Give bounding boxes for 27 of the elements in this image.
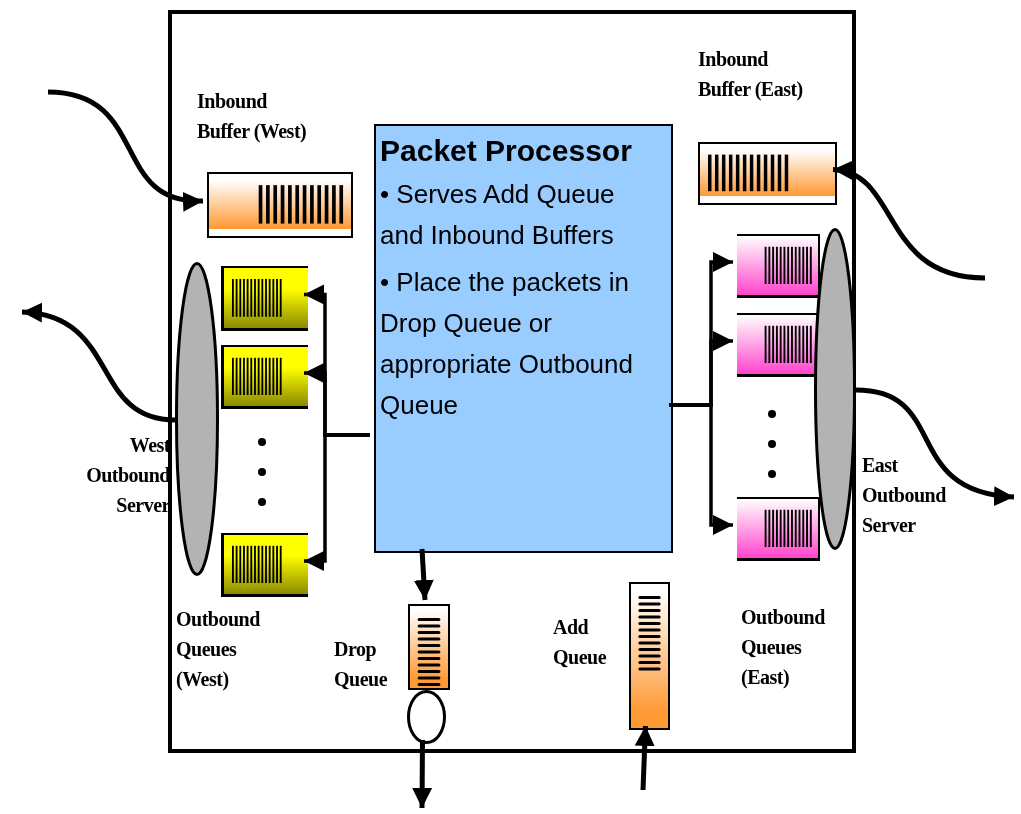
- arrow: [634, 725, 655, 791]
- arrow: [412, 740, 433, 808]
- queue-box: [221, 266, 308, 331]
- arrow: [413, 548, 434, 601]
- component-label: Drop Queue: [334, 637, 389, 692]
- processor-title: Packet Processor: [380, 133, 633, 169]
- arrow: [47, 89, 204, 210]
- arrow: [21, 304, 176, 423]
- group-label: Outbound Queues (East): [741, 605, 826, 691]
- component-label: Add Queue: [553, 615, 608, 670]
- bullet-text: • Place the packets in Drop Queue or appropriate Outbound Queue: [380, 266, 634, 422]
- queue-box: [221, 345, 308, 409]
- arrow: [304, 433, 370, 571]
- arrow: [669, 403, 733, 535]
- router-frame: [168, 10, 856, 753]
- arrow: [832, 163, 986, 281]
- queue-box: [221, 533, 308, 597]
- queue-box: [737, 497, 820, 561]
- component-label: East Outbound Server: [862, 453, 947, 538]
- queue-box: [737, 234, 820, 298]
- component-label: Inbound Buffer (West): [197, 89, 308, 145]
- arrow: [855, 387, 1015, 505]
- group-label: Outbound Queues (West): [176, 607, 261, 693]
- processor-box: [374, 124, 673, 553]
- component-label: Inbound Buffer (East): [698, 47, 804, 103]
- bullet-text: • Serves Add Queue and Inbound Buffers: [380, 178, 616, 252]
- component-label: West Outbound Server: [85, 433, 170, 518]
